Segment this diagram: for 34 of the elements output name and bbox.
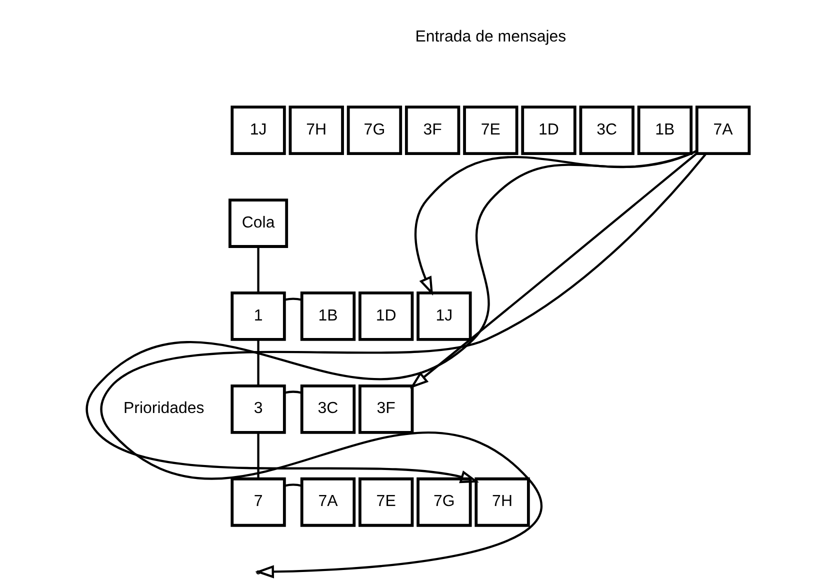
label: Prioridades	[122, 400, 204, 418]
connector	[256, 246, 259, 293]
node-box: 7G	[346, 106, 402, 155]
node-box: 3	[230, 384, 286, 434]
connector	[256, 432, 259, 478]
connector	[256, 339, 259, 386]
connector	[284, 298, 302, 301]
node-box: 1B	[300, 292, 356, 341]
arrow	[409, 152, 697, 389]
node-box: 3C	[578, 106, 634, 155]
connector	[284, 390, 302, 394]
node-box: 1D	[358, 292, 414, 341]
node-box: 3F	[404, 106, 460, 155]
node-box: 1J	[230, 106, 286, 155]
node-box: 1J	[416, 292, 472, 341]
node-box: Cola	[228, 198, 288, 248]
node-box: 7H	[474, 477, 530, 527]
connector	[284, 484, 302, 487]
node-box: 7G	[416, 477, 472, 527]
arrow	[100, 153, 706, 578]
arrow	[414, 150, 697, 296]
node-box: 7E	[358, 477, 414, 527]
node-box: 7A	[694, 106, 750, 155]
node-box: 1D	[520, 106, 576, 155]
node-box: 3C	[300, 384, 356, 434]
node-box: 7E	[462, 106, 518, 155]
label: Entrada de mensajes	[414, 28, 566, 46]
node-box: 7	[230, 477, 286, 527]
node-box: 7A	[300, 477, 356, 527]
node-box: 3F	[358, 384, 414, 434]
node-box: 7H	[288, 106, 344, 155]
arrow	[86, 150, 697, 484]
node-box: 1	[230, 292, 286, 341]
node-box: 1B	[636, 106, 692, 155]
